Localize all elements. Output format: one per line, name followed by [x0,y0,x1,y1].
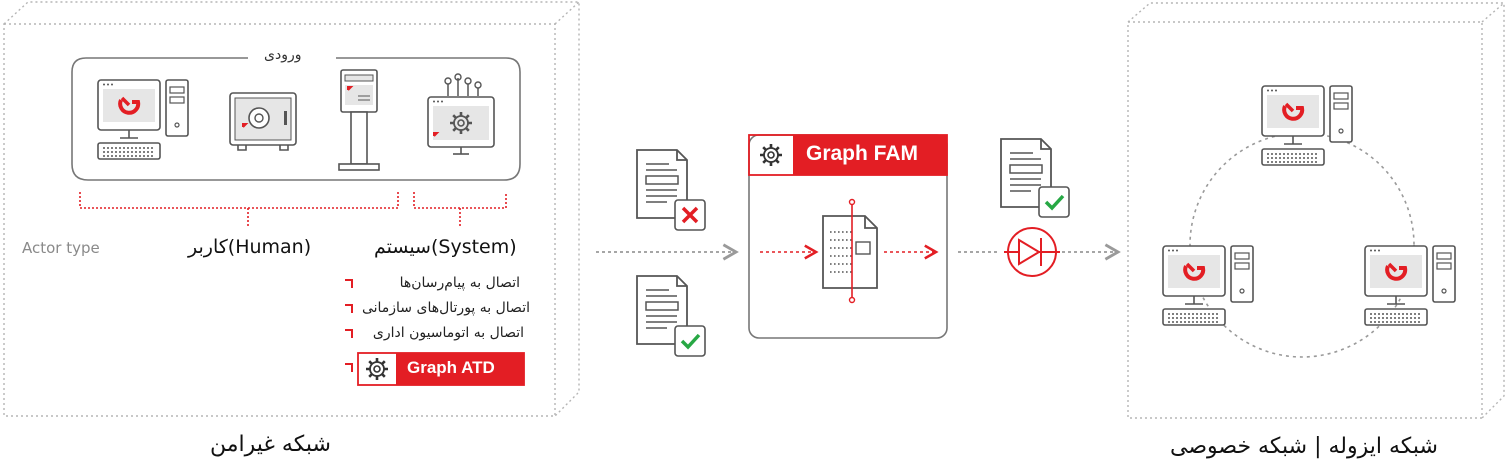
untrusted-network-title: شبکه غیرامن [210,432,331,457]
feature-office-automation: اتصال به اتوماسیون اداری [372,325,524,341]
accept-badge-icon [673,324,707,358]
isolated-network-title: شبکه ایزوله | شبکه خصوصی [1170,434,1438,459]
input-group-frame [71,57,521,181]
fam-header-fill [793,135,947,175]
scanned-document-icon [822,215,878,289]
isolated-network-box [1127,2,1505,419]
actor-human-label: کاربر(Human) [188,236,312,258]
feature-messengers: اتصال به پیام‌رسان‌ها [399,275,520,291]
actor-type-brackets [79,192,507,228]
safe-icon [229,92,297,151]
data-diode-icon [1004,227,1060,277]
user-computer-icon [96,78,190,161]
kiosk-icon [338,69,380,171]
isolated-computer-top-icon [1260,84,1354,167]
atd-label: Graph ATD [407,358,495,377]
fam-label: Graph FAM [806,142,919,165]
isolated-computer-left-icon [1161,244,1255,327]
feature-corner-marks [345,279,353,372]
clean-badge-icon [1037,185,1071,219]
isolated-computer-right-icon [1363,244,1457,327]
system-gear-monitor-icon [427,73,495,155]
input-group-label: ورودی [260,47,306,63]
actor-type-label: Actor type [22,239,100,257]
feature-portals: اتصال به پورتال‌های سازمانی [361,300,530,316]
actor-system-label: سیستم(System) [374,236,517,258]
reject-badge-icon [673,198,707,232]
untrusted-network-box [3,1,580,417]
atd-badge-fill [396,353,524,385]
